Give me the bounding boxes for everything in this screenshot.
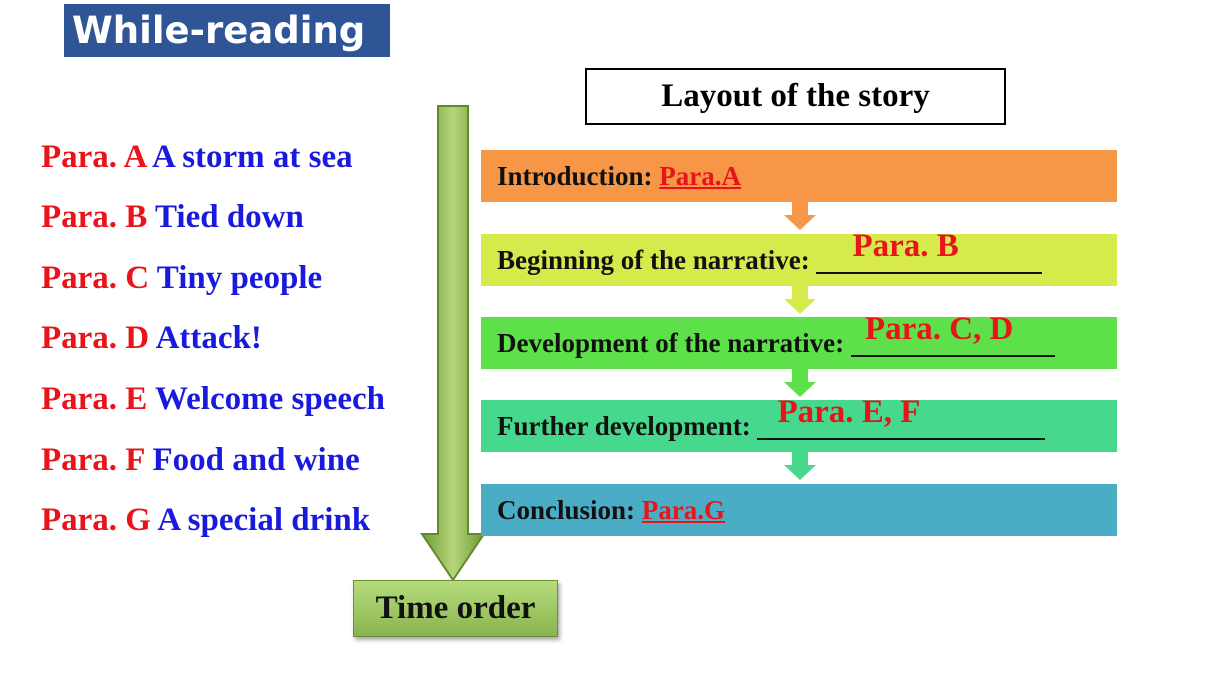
stage-label: Conclusion: (497, 495, 636, 525)
para-text: Welcome speech (154, 381, 386, 417)
para-label: Para. C (41, 260, 150, 296)
para-text: A storm at sea (151, 139, 353, 175)
answer-blank: Para. E, F (757, 394, 1046, 452)
para-text: Attack! (155, 320, 262, 356)
stage-answer: Para.G (641, 495, 726, 525)
stage-conclusion: Conclusion: Para.G (481, 484, 1117, 536)
para-label: Para. E (41, 381, 148, 417)
para-text: A special drink (157, 502, 371, 538)
para-label: Para. D (41, 320, 150, 356)
para-text: Tied down (154, 199, 304, 235)
blank-line (850, 355, 1055, 357)
stage-further-development: Further development: Para. E, F (481, 394, 1117, 452)
blank-line (816, 272, 1043, 274)
para-item-c: Para. C Tiny people (41, 258, 322, 298)
para-item-e: Para. E Welcome speech (41, 379, 385, 419)
down-arrow-icon (784, 368, 816, 397)
stage-label: Beginning of the narrative: (497, 245, 810, 275)
slide-title: While-reading (64, 4, 390, 57)
stage-introduction: Introduction: Para.A (481, 150, 1117, 202)
stage-answer: Para. E, F (777, 394, 921, 430)
down-arrow-icon (784, 451, 816, 480)
para-label: Para. F (41, 442, 145, 478)
para-label: Para. G (41, 502, 151, 538)
time-order-label: Time order (353, 580, 558, 637)
para-text: Tiny people (156, 260, 323, 296)
stage-answer: Para.A (659, 161, 742, 191)
down-arrow-icon (784, 285, 816, 314)
stage-beginning: Beginning of the narrative: Para. B (481, 228, 1117, 286)
para-item-a: Para. A A storm at sea (41, 137, 353, 177)
para-item-d: Para. D Attack! (41, 318, 262, 358)
answer-blank: Para. B (816, 228, 1043, 286)
stage-answer: Para. B (852, 228, 959, 264)
para-item-f: Para. F Food and wine (41, 440, 360, 480)
para-text: Food and wine (152, 442, 360, 478)
stage-label: Further development: (497, 411, 751, 441)
para-item-b: Para. B Tied down (41, 197, 304, 237)
answer-blank: Para. C, D (850, 311, 1055, 369)
blank-line (757, 438, 1046, 440)
para-item-g: Para. G A special drink (41, 500, 370, 540)
stage-label: Development of the narrative: (497, 328, 845, 358)
para-label: Para. B (41, 199, 148, 235)
time-arrow-icon (420, 105, 486, 582)
stage-answer: Para. C, D (864, 311, 1014, 347)
stage-development: Development of the narrative: Para. C, D (481, 311, 1117, 369)
down-arrow-icon (784, 201, 816, 230)
para-label: Para. A (41, 139, 146, 175)
stage-label: Introduction: (497, 161, 653, 191)
layout-title-box: Layout of the story (585, 68, 1006, 125)
